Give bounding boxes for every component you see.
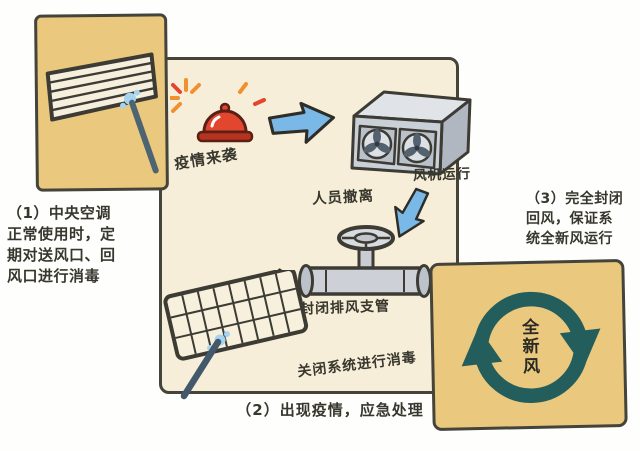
step3-caption-line: 回风，保证系	[526, 211, 613, 227]
arrow-down-left-icon	[380, 178, 441, 247]
fresh-air-label-char: 风	[522, 356, 541, 377]
step1-caption-line: 期对送风口、回	[7, 246, 116, 264]
step1-caption: （1）中央空调 正常使用时，定 期对送风口、回 风口进行消毒	[7, 203, 165, 287]
step3-caption-line: （3）完全封闭	[526, 191, 624, 207]
fresh-air-label-char: 全	[521, 317, 540, 338]
step1-caption-line: （1）中央空调	[7, 204, 111, 222]
step2-caption: （2）出现疫情，应急处理	[236, 401, 424, 419]
fresh-air-label-char: 新	[522, 337, 540, 358]
fresh-air-label: 全 新 风	[450, 270, 611, 425]
valve-icon	[298, 225, 432, 298]
evacuate-label: 人员撤离	[311, 188, 375, 208]
step3-caption: （3）完全封闭 回风，保证系 统全新风运行	[526, 189, 634, 249]
step3-caption-line: 统全新风运行	[526, 231, 613, 247]
panel-step3: 全 新 风	[429, 258, 628, 432]
alarm-icon	[170, 78, 266, 143]
fresh-air-cycle-icon	[461, 291, 601, 403]
step1-caption-line: 风口进行消毒	[7, 267, 101, 285]
air-vent-icon	[45, 52, 159, 174]
fan-unit-icon	[350, 90, 472, 176]
grille-icon	[163, 270, 309, 400]
arrow-right-icon	[264, 96, 340, 149]
panel-step1	[34, 13, 169, 192]
fan-running-label: 风机运行	[412, 165, 472, 185]
step1-caption-line: 正常使用时，定	[7, 225, 116, 243]
